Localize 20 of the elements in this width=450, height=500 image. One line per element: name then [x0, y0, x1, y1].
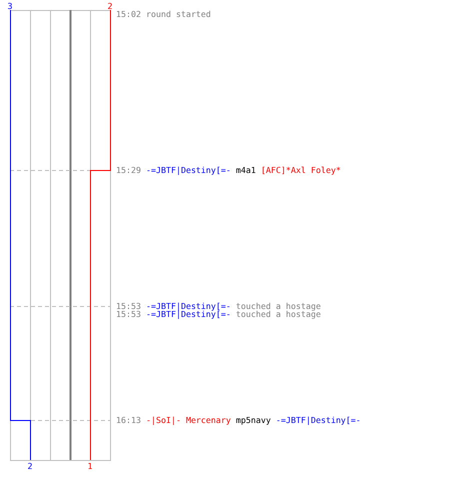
player-name: -=JBTF|Destiny[=- — [146, 301, 231, 311]
event-text: touched a hostage — [236, 309, 321, 319]
weapon-name: m4a1 — [236, 165, 256, 175]
player-name: -=JBTF|Destiny[=- — [276, 415, 361, 425]
player-count: 2 — [28, 461, 32, 471]
player-count: 1 — [88, 461, 92, 471]
timestamp: 15:53 — [116, 301, 141, 311]
event-text: touched a hostage — [236, 301, 321, 311]
player-name: -|SoI|- Mercenary — [146, 415, 231, 425]
player-count: 3 — [8, 1, 12, 11]
player-name: -=JBTF|Destiny[=- — [146, 309, 231, 319]
weapon-name: mp5navy — [236, 415, 271, 425]
event-text: round started — [146, 9, 211, 19]
timestamp: 15:53 — [116, 309, 141, 319]
player-count: 2 — [108, 1, 112, 11]
timestamp: 15:29 — [116, 165, 141, 175]
player-name: [AFC]*Axl Foley* — [260, 165, 341, 175]
timestamp: 16:13 — [116, 415, 141, 425]
timestamp: 15:02 — [116, 9, 141, 19]
player-name: -=JBTF|Destiny[=- — [146, 165, 231, 175]
